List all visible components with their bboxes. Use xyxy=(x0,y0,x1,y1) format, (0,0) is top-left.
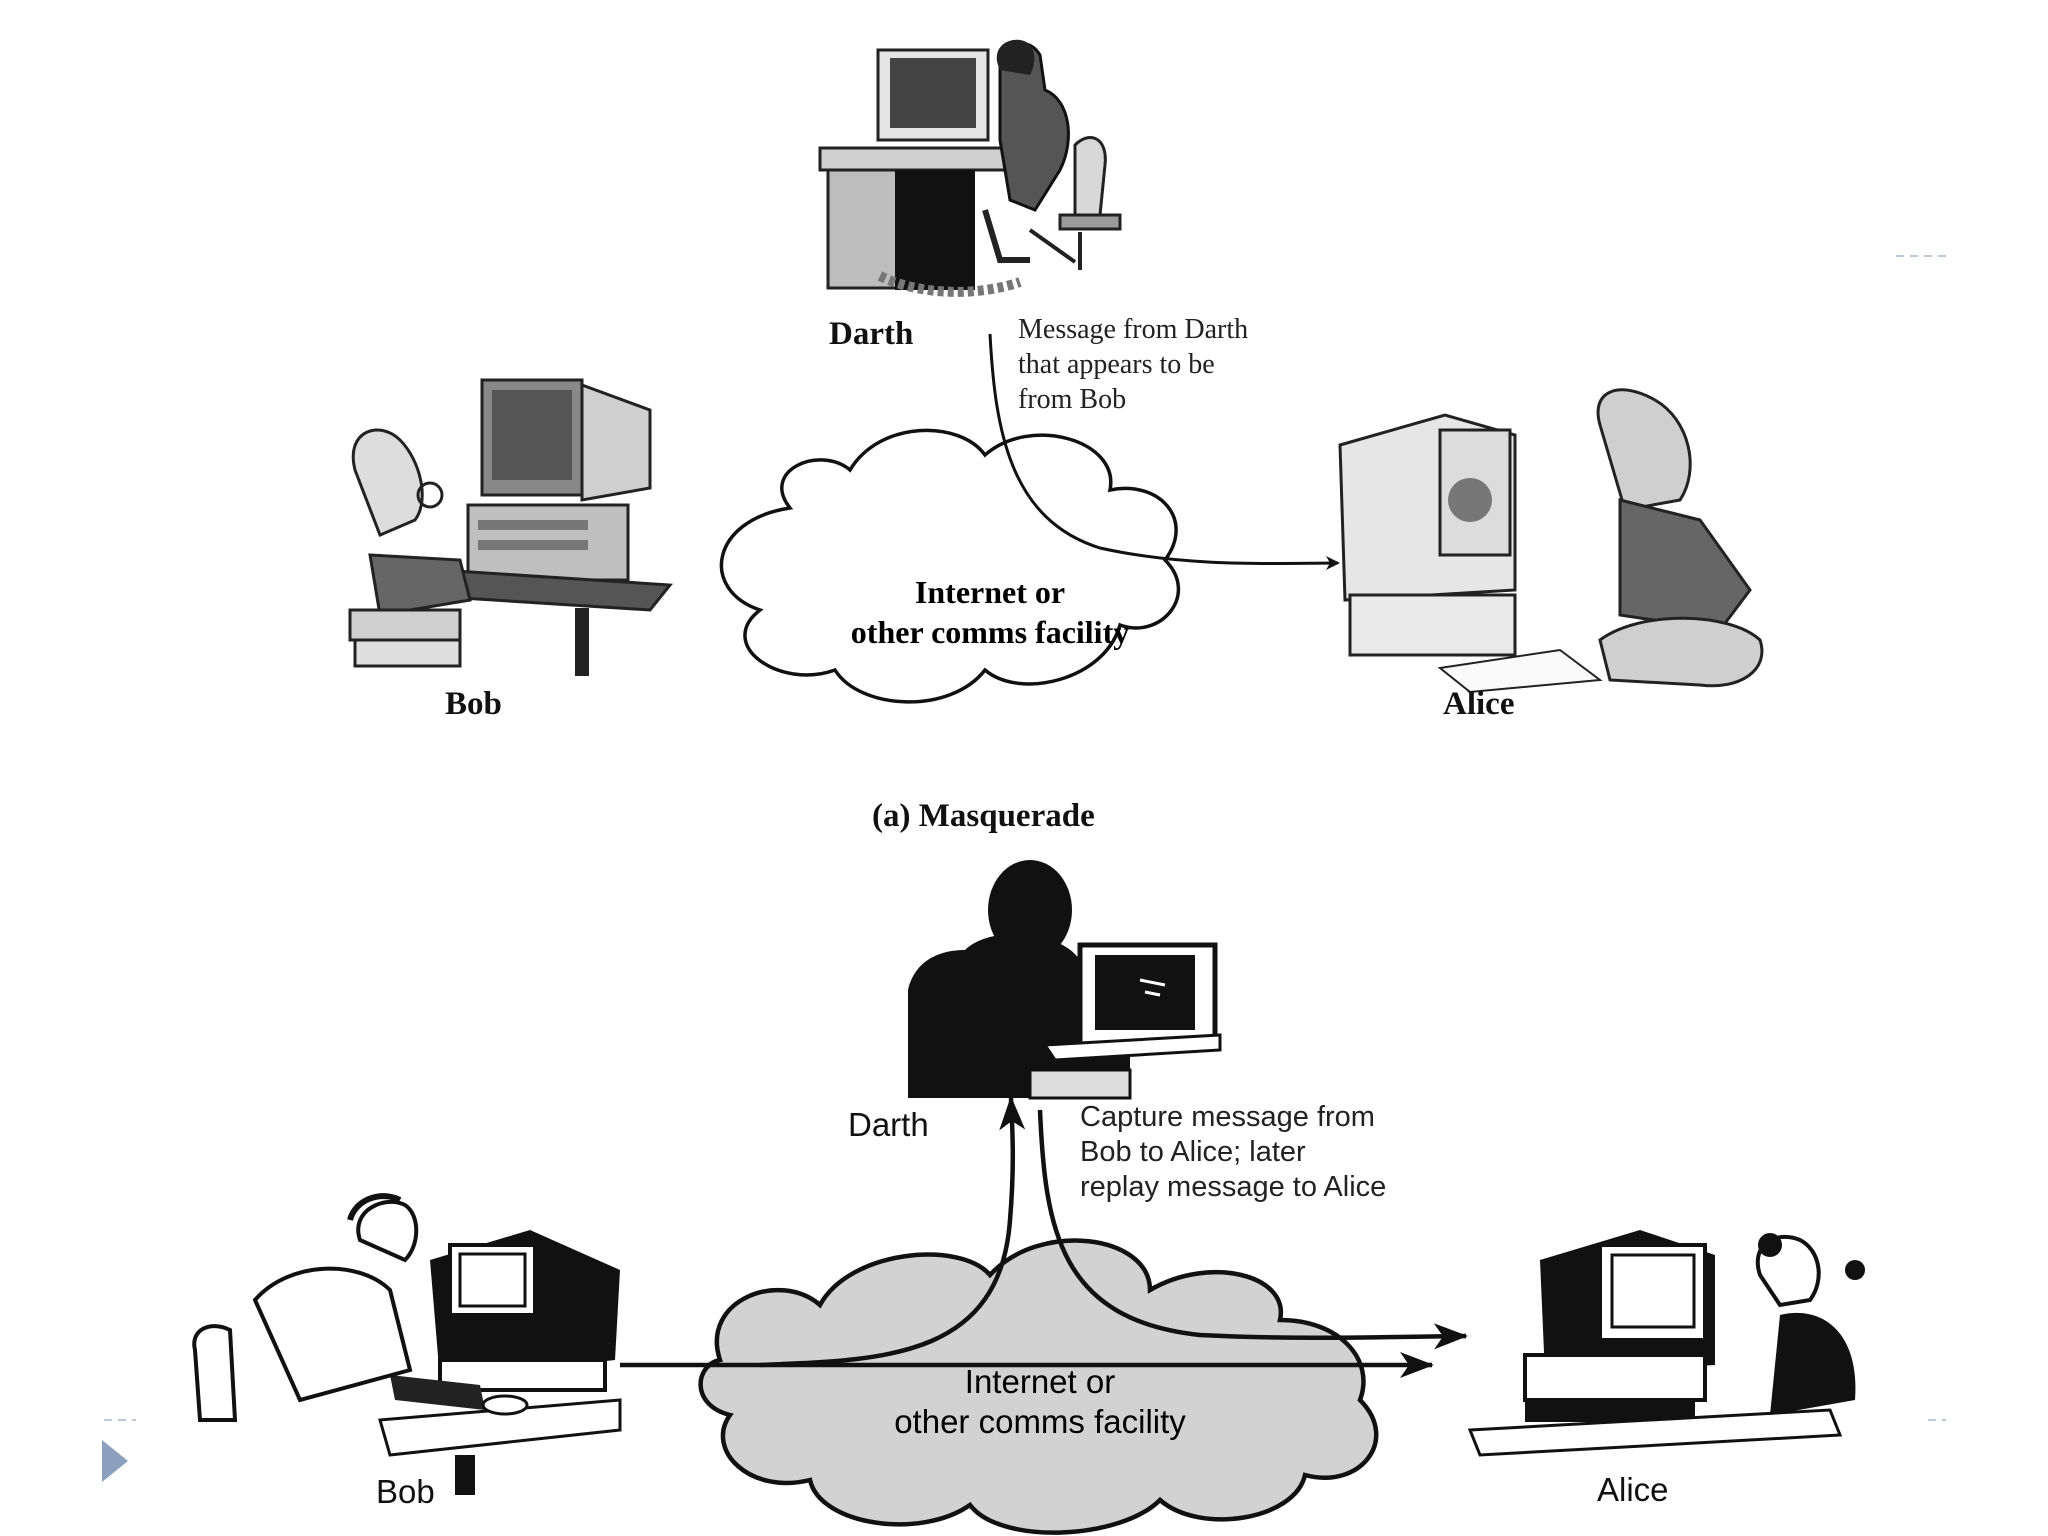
darth-label-a: Darth xyxy=(829,316,914,352)
alice-illustration-b xyxy=(1467,1230,1865,1457)
masquerade-note: Message from Darth that appears to be fr… xyxy=(1018,312,1248,417)
cloud-label-b: Internet or other comms facility xyxy=(830,1362,1250,1442)
bob-label-b: Bob xyxy=(376,1473,435,1510)
darth-illustration-a xyxy=(818,39,1122,297)
network-cloud-b xyxy=(698,1238,1379,1535)
alice-label-b: Alice xyxy=(1597,1471,1669,1508)
bob-label-a: Bob xyxy=(445,686,502,722)
replay-note: Capture message from Bob to Alice; later… xyxy=(1080,1100,1386,1205)
cloud-label-line: Internet or xyxy=(914,574,1066,610)
slide-bullet-triangle xyxy=(102,1440,128,1482)
replay-note-line: Bob to Alice; later xyxy=(1080,1136,1306,1168)
darth-illustration-b xyxy=(908,860,1222,1100)
darth-label-b: Darth xyxy=(848,1106,929,1143)
cloud-label-a: Internet or other comms facility xyxy=(800,572,1180,652)
masquerade-arrow xyxy=(988,333,1340,571)
alice-label-a: Alice xyxy=(1443,686,1515,722)
bob-illustration-b xyxy=(192,1193,622,1495)
bob-illustration-a xyxy=(348,378,673,676)
cloud-label-line: other comms facility xyxy=(894,1403,1186,1440)
cloud-label-line: other comms facility xyxy=(850,614,1130,650)
slide-decorations xyxy=(104,255,1946,1421)
alice-illustration-a xyxy=(1338,388,1764,694)
masquerade-note-line: that appears to be xyxy=(1018,349,1215,380)
masquerade-note-line: Message from Darth xyxy=(1018,314,1249,345)
cloud-label-line: Internet or xyxy=(964,1363,1116,1400)
network-cloud-a xyxy=(719,428,1180,704)
replay-note-line: Capture message from xyxy=(1080,1101,1375,1133)
replay-note-line: replay message to Alice xyxy=(1080,1171,1387,1203)
replay-arrows xyxy=(620,1096,1468,1378)
masquerade-note-line: from Bob xyxy=(1018,384,1127,415)
masquerade-caption: (a) Masquerade xyxy=(872,798,1095,834)
